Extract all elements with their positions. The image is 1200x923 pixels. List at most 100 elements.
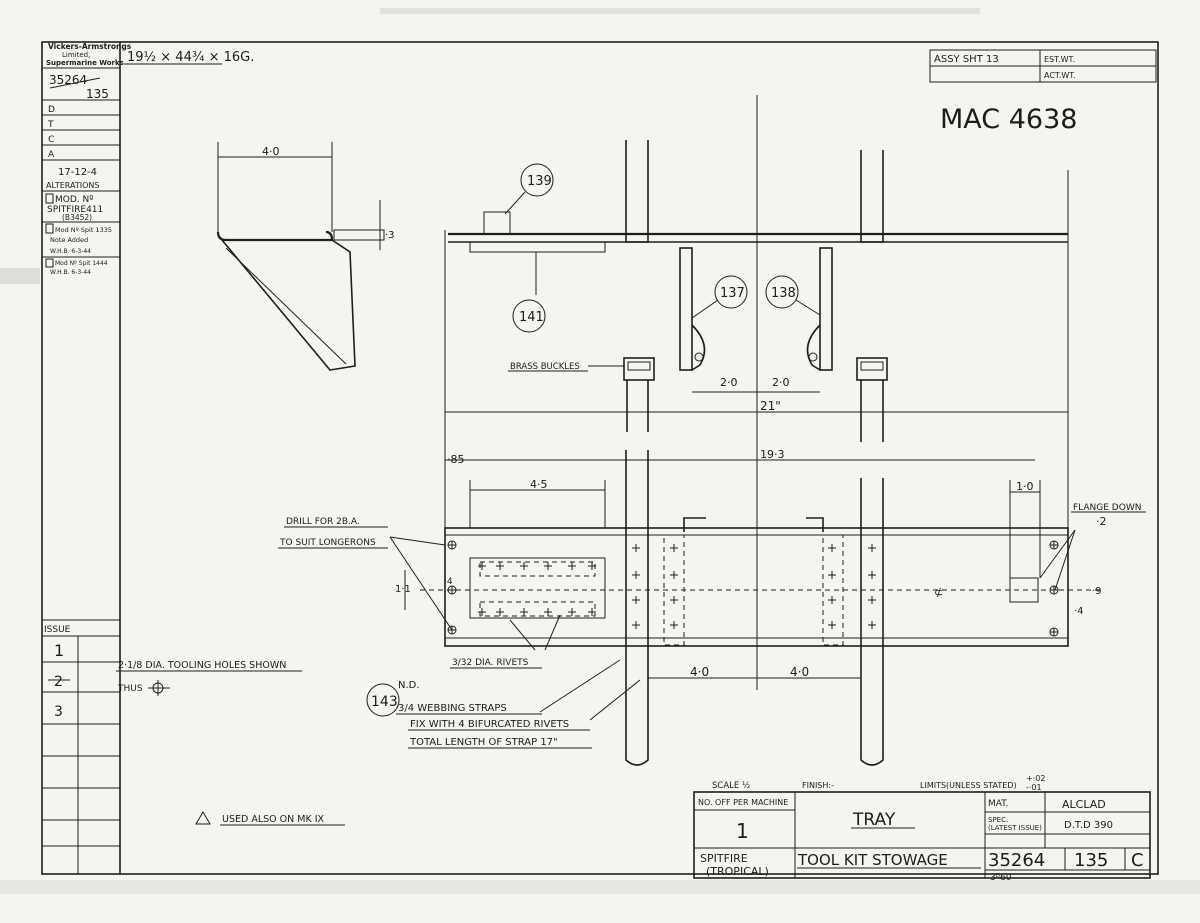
alteration-2-c: W.H.B. 6-3-44 bbox=[50, 248, 91, 255]
dim-4-0-right: 4·0 bbox=[790, 665, 809, 679]
title-block bbox=[693, 791, 1151, 879]
assy-sheet: ASSY SHT 13 bbox=[934, 54, 999, 65]
rivet-mark bbox=[868, 571, 876, 579]
dim-1-0: 1·0 bbox=[1016, 480, 1034, 493]
row-a: A bbox=[48, 150, 55, 160]
note-thus: THUS bbox=[117, 684, 143, 694]
centreline-mark: ⊄ bbox=[934, 586, 943, 599]
title-tool-kit-stowage: TOOL KIT STOWAGE bbox=[797, 851, 948, 869]
no-off-value: 1 bbox=[736, 819, 749, 843]
aircraft-name: SPITFIRE bbox=[700, 852, 748, 865]
dim-2-0-right: 2·0 bbox=[772, 376, 790, 389]
note-brass-buckles: BRASS BUCKLES bbox=[510, 362, 580, 372]
dim-side-width: 4·0 bbox=[262, 145, 280, 158]
rivet-mark bbox=[588, 608, 596, 616]
elevation-view bbox=[444, 95, 1069, 690]
aircraft-variant: (TROPICAL) bbox=[706, 865, 769, 878]
dim-9: ·9 bbox=[1092, 586, 1102, 597]
dim-2-small: ·2 bbox=[1096, 515, 1107, 528]
plan-view bbox=[148, 450, 1100, 766]
spec-label: SPEC. bbox=[988, 816, 1008, 824]
rivet-mark bbox=[496, 562, 504, 570]
dim-1-1: 1·1 bbox=[395, 584, 411, 595]
note-flange-down: FLANGE DOWN bbox=[1073, 503, 1141, 513]
material-label: MAT. bbox=[988, 799, 1009, 809]
assy-box bbox=[929, 49, 1157, 83]
row-t: T bbox=[47, 120, 54, 130]
title-issue-letter: C bbox=[1131, 850, 1144, 871]
rivet-mark bbox=[868, 544, 876, 552]
drill-hole-mark bbox=[448, 626, 456, 634]
material-size: 19½ × 44¾ × 16G. bbox=[127, 50, 254, 65]
note-fix: FIX WITH 4 BIFURCATED RIVETS bbox=[410, 719, 569, 730]
callout-139 bbox=[520, 163, 554, 197]
alteration-1-b: SPITFIRE411 bbox=[47, 205, 103, 215]
row-c: C bbox=[48, 135, 54, 145]
issue-label: ISSUE bbox=[44, 625, 71, 635]
note-drill-b: TO SUIT LONGERONS bbox=[279, 538, 376, 548]
callout-141-label: 141 bbox=[519, 310, 544, 325]
callout-143-label: 143 bbox=[371, 694, 398, 710]
note-rivets: 3/32 DIA. RIVETS bbox=[452, 658, 529, 668]
rivet-mark bbox=[632, 544, 640, 552]
finish-label: FINISH:- bbox=[802, 781, 834, 790]
company-line-1: Vickers-Armstrongs bbox=[48, 42, 132, 51]
drill-hole-mark bbox=[1050, 628, 1058, 636]
rivet-mark bbox=[868, 596, 876, 604]
rivet-mark bbox=[828, 596, 836, 604]
dim-side-depth: ·3 bbox=[385, 230, 395, 241]
revision-triangle-icon bbox=[195, 811, 211, 825]
rivet-mark bbox=[828, 544, 836, 552]
company-line-3: Supermarine Works bbox=[46, 59, 124, 67]
rivet-mark bbox=[828, 621, 836, 629]
title-tray: TRAY bbox=[852, 810, 896, 830]
rivet-mark bbox=[868, 621, 876, 629]
drill-hole-mark bbox=[1050, 541, 1058, 549]
issue-2: 2 bbox=[54, 674, 63, 690]
rivet-mark bbox=[478, 562, 486, 570]
title-part-no: 135 bbox=[1074, 850, 1108, 871]
sheet-border bbox=[41, 41, 1159, 875]
dim-2-0-left: 2·0 bbox=[720, 376, 738, 389]
handwritten-note: 3ᴰ60 bbox=[990, 873, 1012, 883]
spec-value: D.T.D 390 bbox=[1064, 820, 1113, 831]
est-weight: EST.WT. bbox=[1044, 55, 1075, 64]
sidebar-date: 17-12-4 bbox=[58, 167, 97, 178]
no-off-label: NO. OFF PER MACHINE bbox=[698, 798, 788, 807]
limits-label: LIMITS(UNLESS STATED) bbox=[920, 781, 1017, 790]
note-nd: N.D. bbox=[398, 680, 420, 691]
callout-141 bbox=[512, 299, 546, 333]
dim-4-5: 4·5 bbox=[530, 478, 548, 491]
side-view-bracket bbox=[216, 142, 385, 371]
alteration-1-a: MOD. Nº bbox=[55, 195, 93, 205]
rivets-and-holes bbox=[447, 540, 1059, 637]
alterations-label: ALTERATIONS bbox=[46, 181, 99, 190]
alteration-3-a: Mod Nº Spit 1444 bbox=[55, 260, 108, 267]
limit-plus: +·02 bbox=[1026, 774, 1045, 783]
rivet-mark bbox=[670, 544, 678, 552]
scan-noise bbox=[0, 8, 1200, 894]
sidebar-drawing-no: 35264 bbox=[49, 73, 87, 87]
callout-139-label: 139 bbox=[527, 174, 552, 189]
drill-hole-mark bbox=[448, 541, 456, 549]
dim-4-0-left: 4·0 bbox=[690, 665, 709, 679]
drill-hole-mark bbox=[448, 586, 456, 594]
rivet-mark bbox=[632, 596, 640, 604]
sidebar-alterations bbox=[42, 42, 121, 874]
callout-143 bbox=[366, 683, 400, 717]
rivet-mark bbox=[568, 608, 576, 616]
note-tooling-holes: 2·1/8 DIA. TOOLING HOLES SHOWN bbox=[118, 660, 286, 671]
callout-137-label: 137 bbox=[720, 286, 745, 301]
issue-3: 3 bbox=[54, 704, 63, 720]
dim-85: ·85 bbox=[447, 453, 465, 466]
rivet-mark bbox=[520, 562, 528, 570]
rivet-mark bbox=[568, 562, 576, 570]
issue-1: 1 bbox=[54, 641, 64, 660]
spec-sub-label: (LATEST ISSUE) bbox=[988, 824, 1042, 832]
callout-138 bbox=[765, 275, 799, 309]
rivet-mark bbox=[632, 621, 640, 629]
alteration-2-b: Note Added bbox=[50, 236, 88, 244]
rivet-mark bbox=[478, 608, 486, 616]
title-drawing-no: 35264 bbox=[988, 850, 1045, 871]
